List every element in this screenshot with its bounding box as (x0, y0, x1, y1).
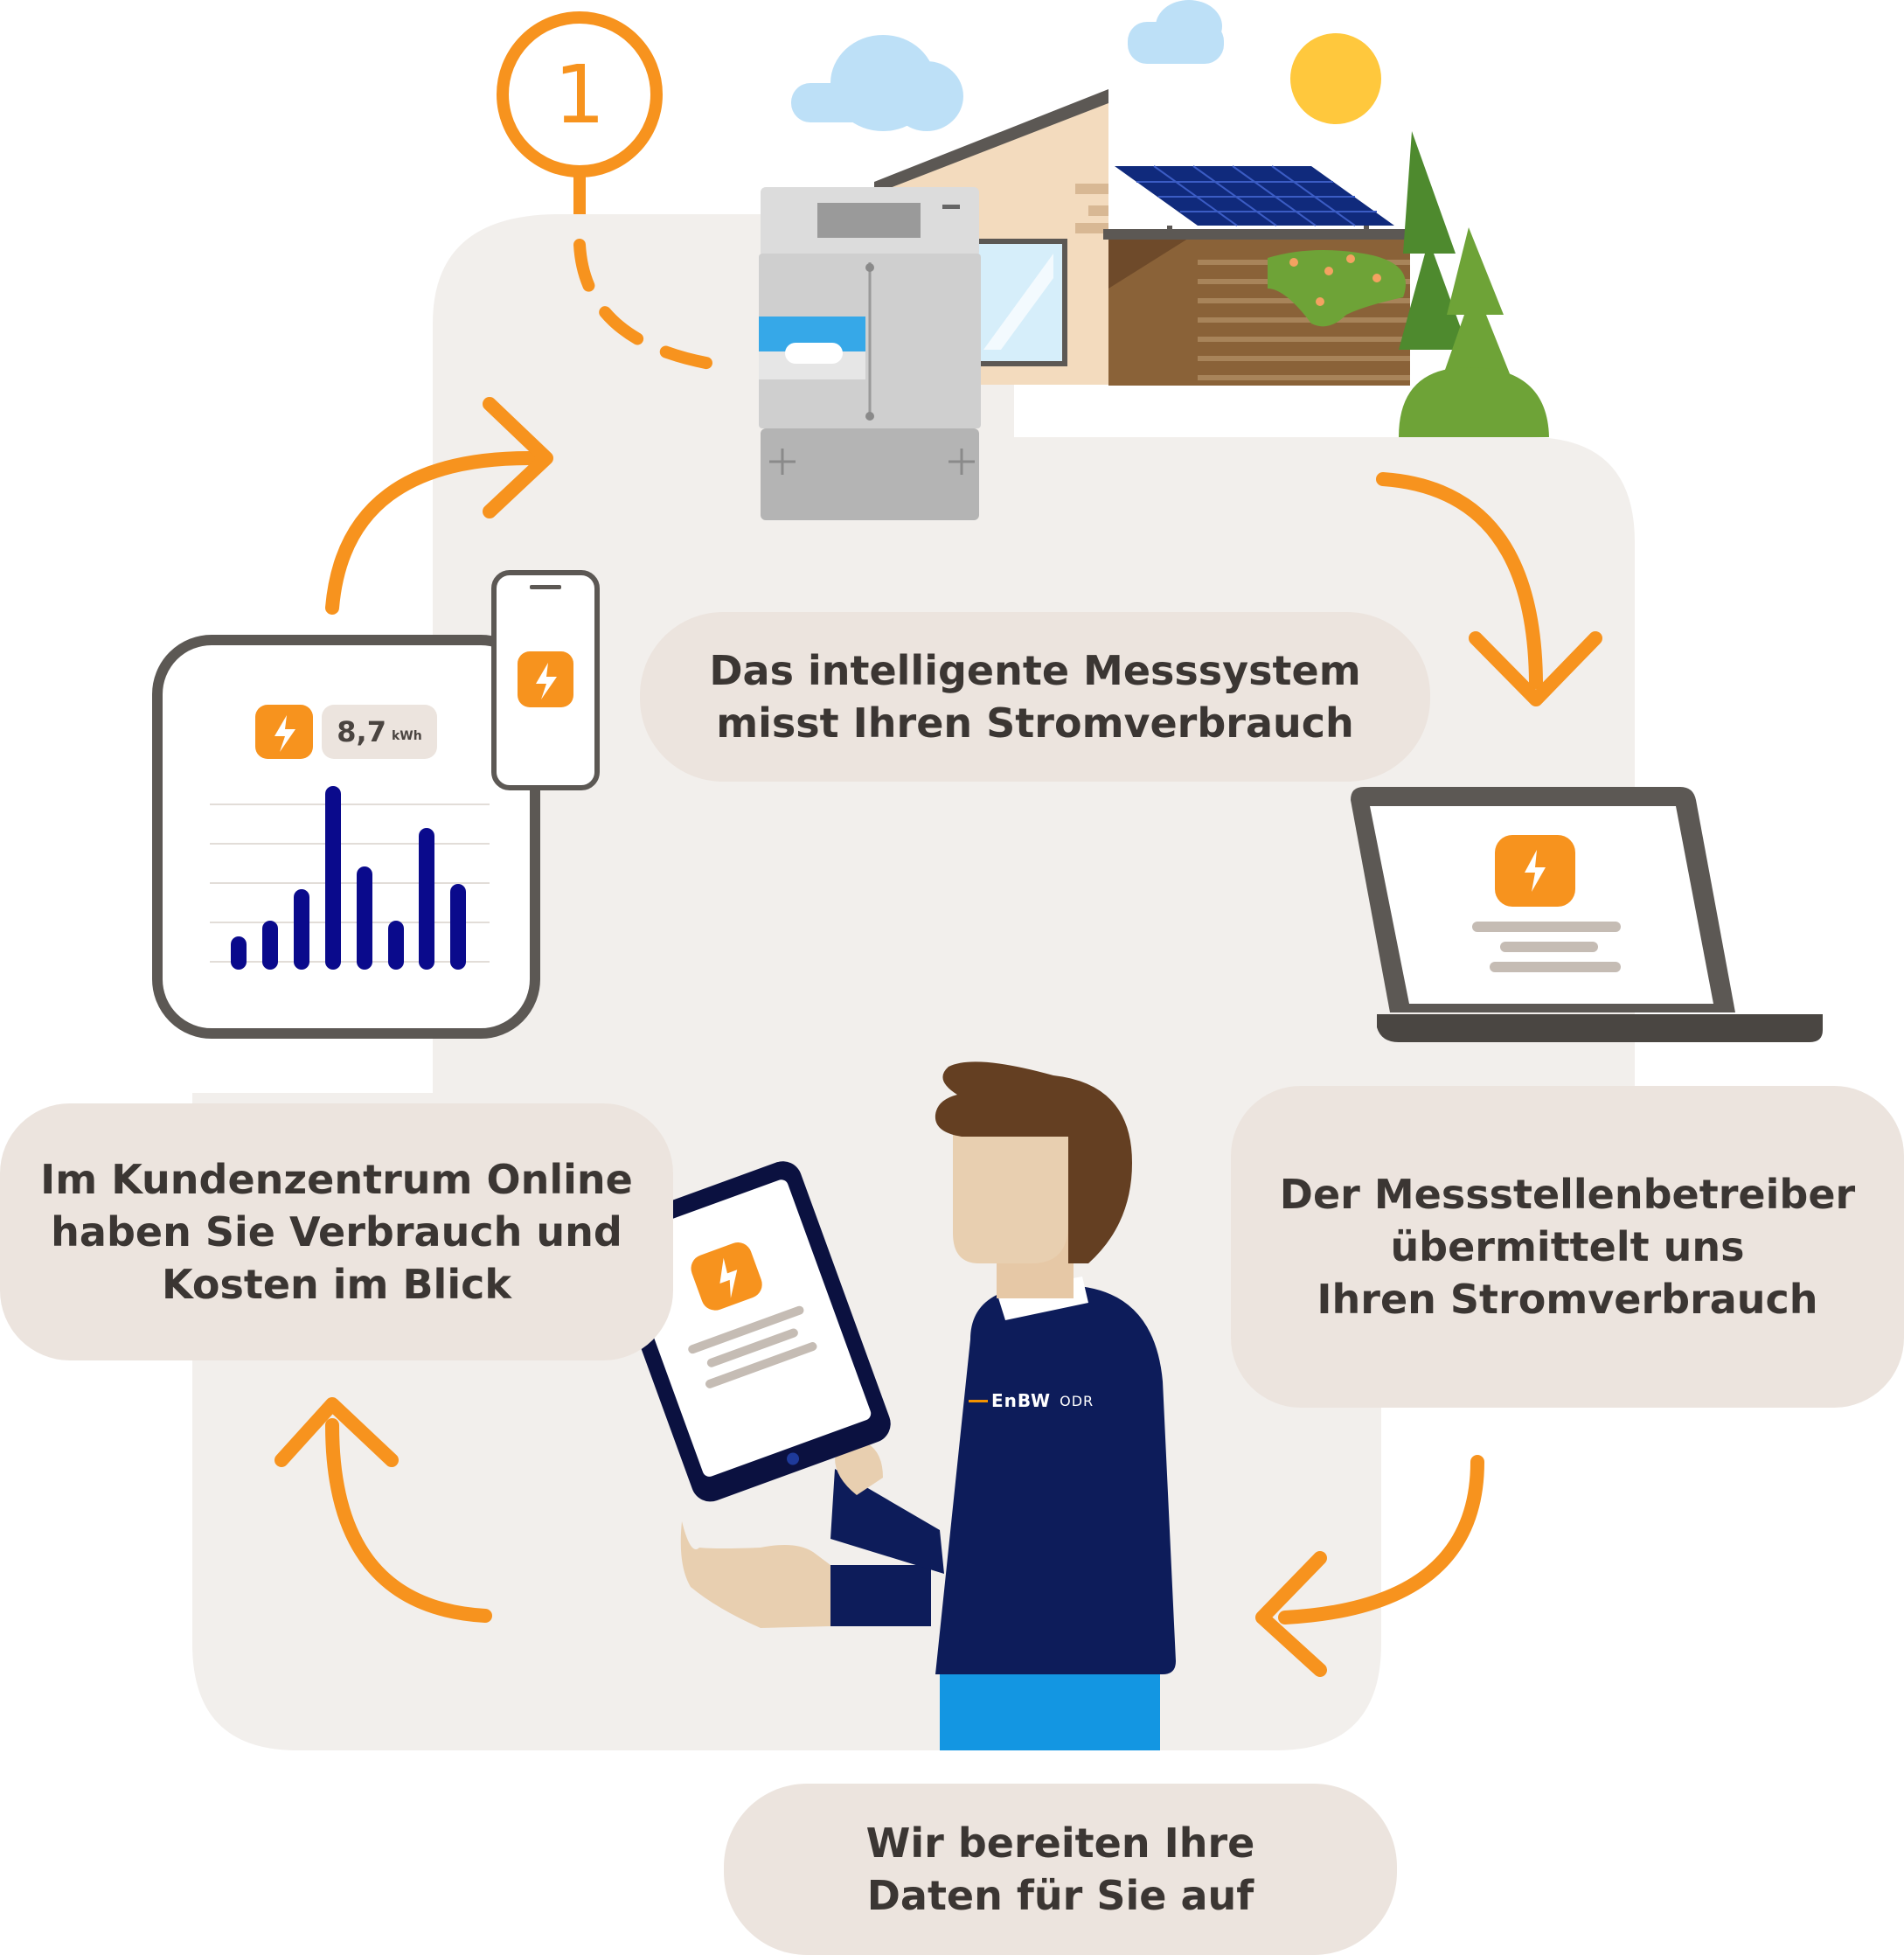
consumption-unit: kWh (391, 729, 422, 743)
arrow-icon (1376, 472, 1602, 706)
tree-icon (1399, 131, 1549, 437)
logo-suffix: ODR (1060, 1392, 1094, 1409)
label-line: Wir bereiten Ihre (865, 1819, 1255, 1867)
step-1-label: Das intelligente Messsystem misst Ihren S… (640, 612, 1430, 782)
label-line: Das intelligente Messsystem (709, 647, 1361, 694)
label-line: übermittelt uns (1390, 1223, 1745, 1270)
arrow-icon (274, 1397, 492, 1623)
solar-panel-icon (1115, 165, 1394, 234)
logo-brand: EnBW (991, 1390, 1052, 1411)
dashboard-icon (152, 635, 540, 1039)
label-line: Im Kundenzentrum Online (40, 1156, 633, 1203)
label-line: Daten für Sie auf (866, 1872, 1254, 1919)
label-line: misst Ihren Stromverbrauch (716, 699, 1354, 747)
step-4-label: Im Kundenzentrum Online haben Sie Verbrau… (0, 1103, 673, 1360)
label-line: haben Sie Verbrauch und (51, 1208, 622, 1256)
smart-meter-icon (759, 187, 981, 520)
label-line: Kosten im Blick (162, 1261, 511, 1308)
cloud-icon (791, 35, 963, 131)
enbw-logo: EnBW ODR (969, 1390, 1094, 1411)
arrow-icon (1255, 1455, 1484, 1677)
step-marker-1 (497, 11, 740, 373)
label-line: Der Messstellenbetreiber (1279, 1171, 1856, 1218)
arrow-icon (325, 397, 553, 615)
consumption-value: 8,7 (337, 715, 386, 748)
phone-icon (491, 570, 600, 790)
cloud-icon (1128, 0, 1224, 64)
tablet-icon (602, 1161, 891, 1502)
step-number: 1 (554, 48, 606, 142)
label-line: Ihren Stromverbrauch (1317, 1276, 1818, 1323)
laptop-icon (1351, 787, 1823, 1042)
sun-icon (1290, 33, 1381, 124)
consumption-badge: 8,7 kWh (322, 705, 437, 759)
